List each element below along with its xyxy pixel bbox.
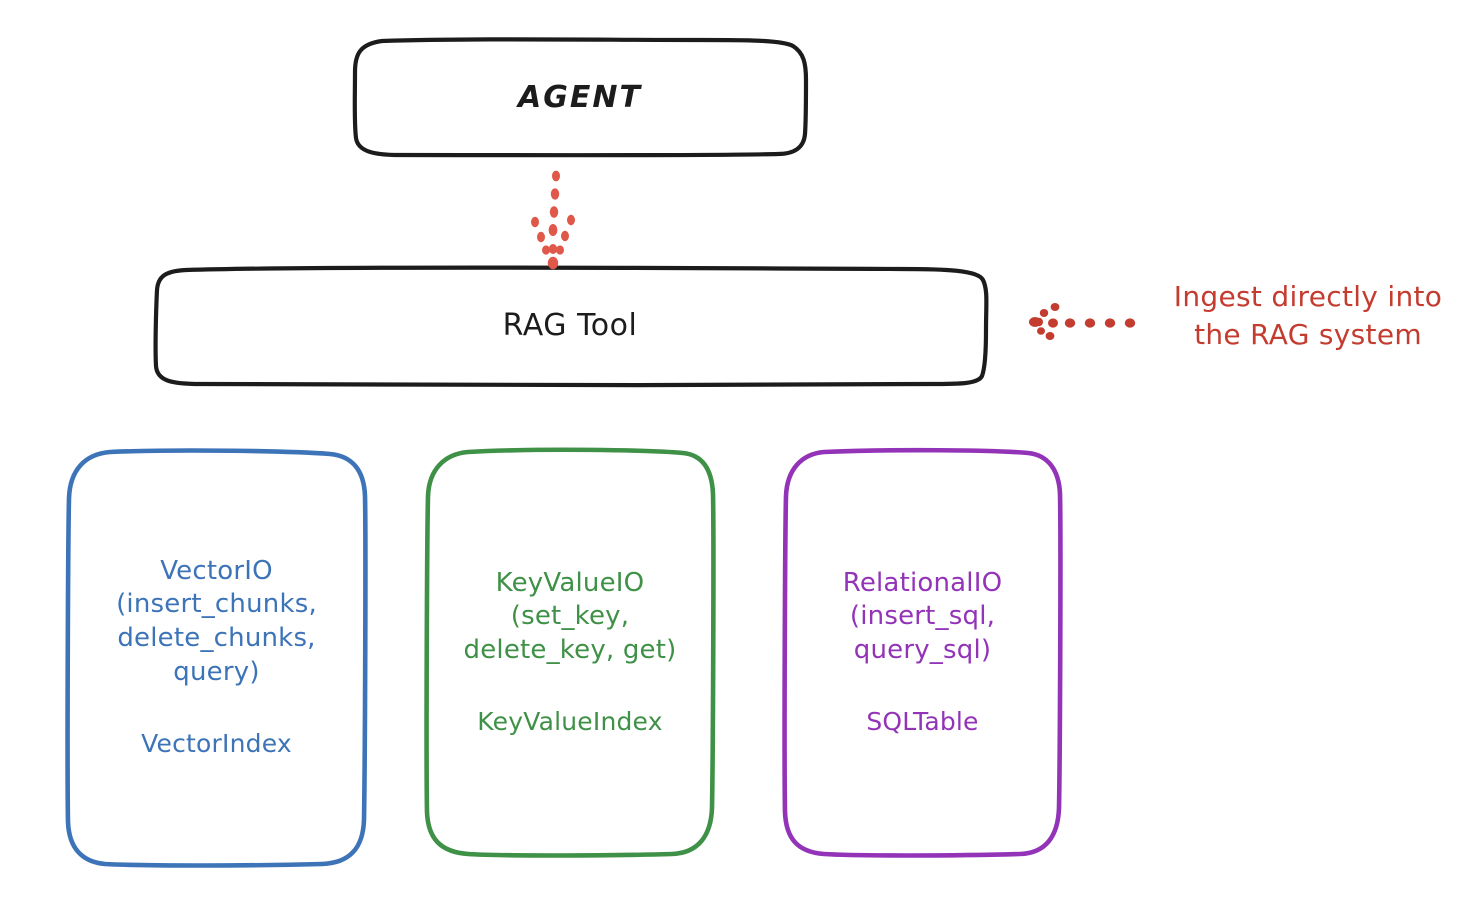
key-value-io-box-outline	[424, 447, 716, 858]
relational-io-box-outline	[782, 447, 1063, 858]
rag-tool-label: RAG Tool	[502, 308, 638, 343]
relational-io-node[interactable]: RelationalIO (insert_sql, query_sql) SQL…	[785, 450, 1060, 855]
vector-io-node[interactable]: VectorIO (insert_chunks, delete_chunks, …	[68, 450, 365, 865]
vector-io-signature: VectorIO (insert_chunks, delete_chunks, …	[116, 555, 317, 688]
rag-tool-node[interactable]: RAG Tool	[155, 268, 985, 383]
vector-io-box-outline	[65, 448, 368, 868]
agent-box-outline	[352, 37, 809, 158]
ingest-annotation-text: Ingest directly into the RAG system	[1173, 280, 1443, 351]
key-value-io-node[interactable]: KeyValueIO (set_key, delete_key, get) Ke…	[427, 450, 713, 855]
vector-index-label: VectorIndex	[141, 728, 292, 758]
key-value-io-signature: KeyValueIO (set_key, delete_key, get)	[463, 567, 677, 666]
relational-io-signature: RelationalIO (insert_sql, query_sql)	[842, 567, 1003, 666]
agent-node[interactable]: AGENT	[355, 40, 805, 155]
annotation-to-rag-arrow	[1029, 303, 1136, 340]
agent-label: AGENT	[518, 80, 642, 115]
rag-tool-box-outline	[153, 265, 989, 388]
agent-to-rag-arrow	[531, 170, 575, 270]
key-value-index-label: KeyValueIndex	[477, 706, 663, 736]
sql-table-label: SQLTable	[866, 706, 979, 736]
